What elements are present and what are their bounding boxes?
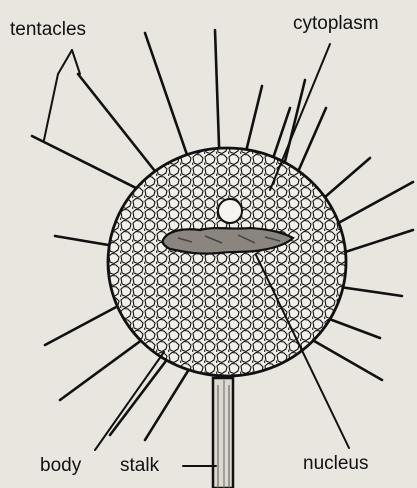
nucleus-label: nucleus: [303, 454, 369, 473]
stalk-shape: [213, 378, 233, 488]
tentacles-label: tentacles: [10, 20, 86, 39]
body-label: body: [40, 456, 81, 475]
leader-tentacles-2: [44, 74, 58, 140]
leader-tentacles-1: [58, 50, 72, 74]
tentacle: [78, 74, 166, 185]
stalk-label: stalk: [120, 456, 159, 475]
cytoplasm-label: cytoplasm: [293, 14, 379, 33]
tentacle: [336, 230, 413, 255]
vacuole-shape: [218, 199, 242, 223]
leader-tentacles-3: [72, 50, 80, 74]
